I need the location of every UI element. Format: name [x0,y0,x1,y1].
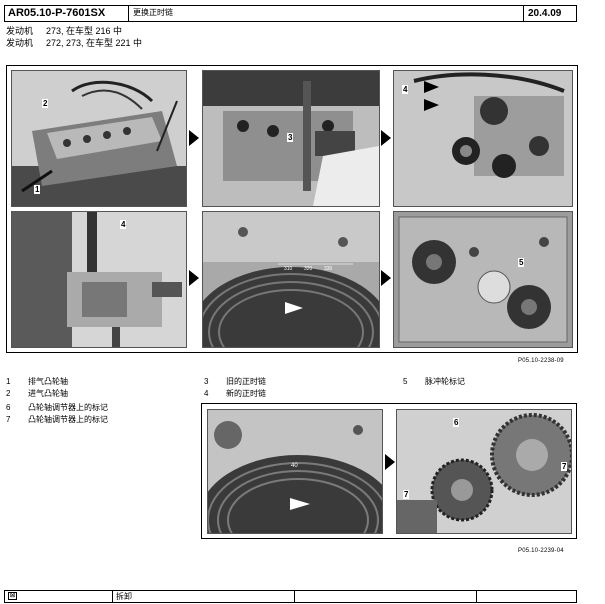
callout-4: 4 [402,85,409,94]
callout-1: 1 [34,185,41,194]
scale-mark: 310 [284,266,293,272]
callout-3: 3 [287,133,294,142]
figure-1-id: P05.10-2238-09 [518,358,564,364]
engine-line-2: 发动机 272, 273, 在车型 221 中 [6,38,306,49]
callout-5: 5 [518,258,525,267]
legend-number: 4 [204,389,209,398]
engine-label: 发动机 [6,26,34,36]
photo-camshaft-adjusters: 5 [393,211,573,348]
engine-value: 273, 在车型 216 中 [46,26,123,36]
document-date: 20.4.09 [528,8,562,19]
engine-line-1: 发动机 273, 在车型 216 中 [6,26,306,37]
callout-7: 7 [403,490,410,499]
arrow-right-icon [381,270,391,286]
footer-cell-expand[interactable]: ⊠ [5,591,113,602]
expand-icon[interactable]: ⊠ [8,592,17,600]
section-footer: ⊠ 拆卸 [4,590,577,603]
legend-text: 进气凸轮轴 [28,389,68,398]
legend-number: 3 [204,377,209,386]
legend-text: 排气凸轮轴 [28,377,68,386]
callout-6: 6 [453,418,460,427]
callout-4: 4 [120,220,127,229]
photo-adjuster-marks: 6 7 7 [396,409,572,534]
legend-text: 脉冲轮标记 [425,377,465,386]
scale-mark: 330 [324,266,333,272]
scale-mark: 320 [304,266,313,272]
legend-number: 5 [403,377,408,386]
legend-number: 7 [6,415,11,424]
arrow-right-icon [381,130,391,146]
photo-crankshaft-pulley: 310 320 330 [202,211,380,348]
legend-number: 2 [6,389,11,398]
document-header: AR05.10-P-7601SX 更换正时链 20.4.09 [4,5,577,22]
photo-cylinder-head: 2 1 [11,70,187,207]
engine-value: 272, 273, 在车型 221 中 [46,38,143,48]
arrow-right-icon [385,454,395,470]
photo-old-chain-removal: 3 [202,70,380,207]
callout-2: 2 [42,99,49,108]
legend-number: 6 [6,403,11,412]
photo-pulley-mark: 40 [207,409,383,534]
figure-2-id: P05.10-2239-04 [518,548,564,554]
callout-7: 7 [561,462,568,471]
legend-text: 新的正时链 [226,389,266,398]
document-code: AR05.10-P-7601SX [5,6,129,21]
arrow-right-icon [189,130,199,146]
legend-text: 凸轮轴调节器上的标记 [28,403,108,412]
legend: 1 排气凸轮轴 2 进气凸轮轴 6 凸轮轴调节器上的标记 7 凸轮轴调节器上的标… [6,376,586,426]
footer-section-label: 拆卸 [112,591,295,602]
figure-2-frame: 40 6 7 7 [201,403,577,539]
photo-engine-front: 4 [393,70,573,207]
legend-number: 1 [6,377,11,386]
legend-text: 旧的正时链 [226,377,266,386]
footer-cell-empty [295,591,477,602]
scale-mark: 40 [291,463,298,469]
legend-text: 凸轮轴调节器上的标记 [28,415,108,424]
figure-1-frame: 2 1 3 4 [6,65,578,353]
photo-new-chain-fitting: 4 [11,211,187,348]
arrow-right-icon [189,270,199,286]
document-title: 更换正时链 [129,6,524,21]
engine-label: 发动机 [6,38,34,48]
